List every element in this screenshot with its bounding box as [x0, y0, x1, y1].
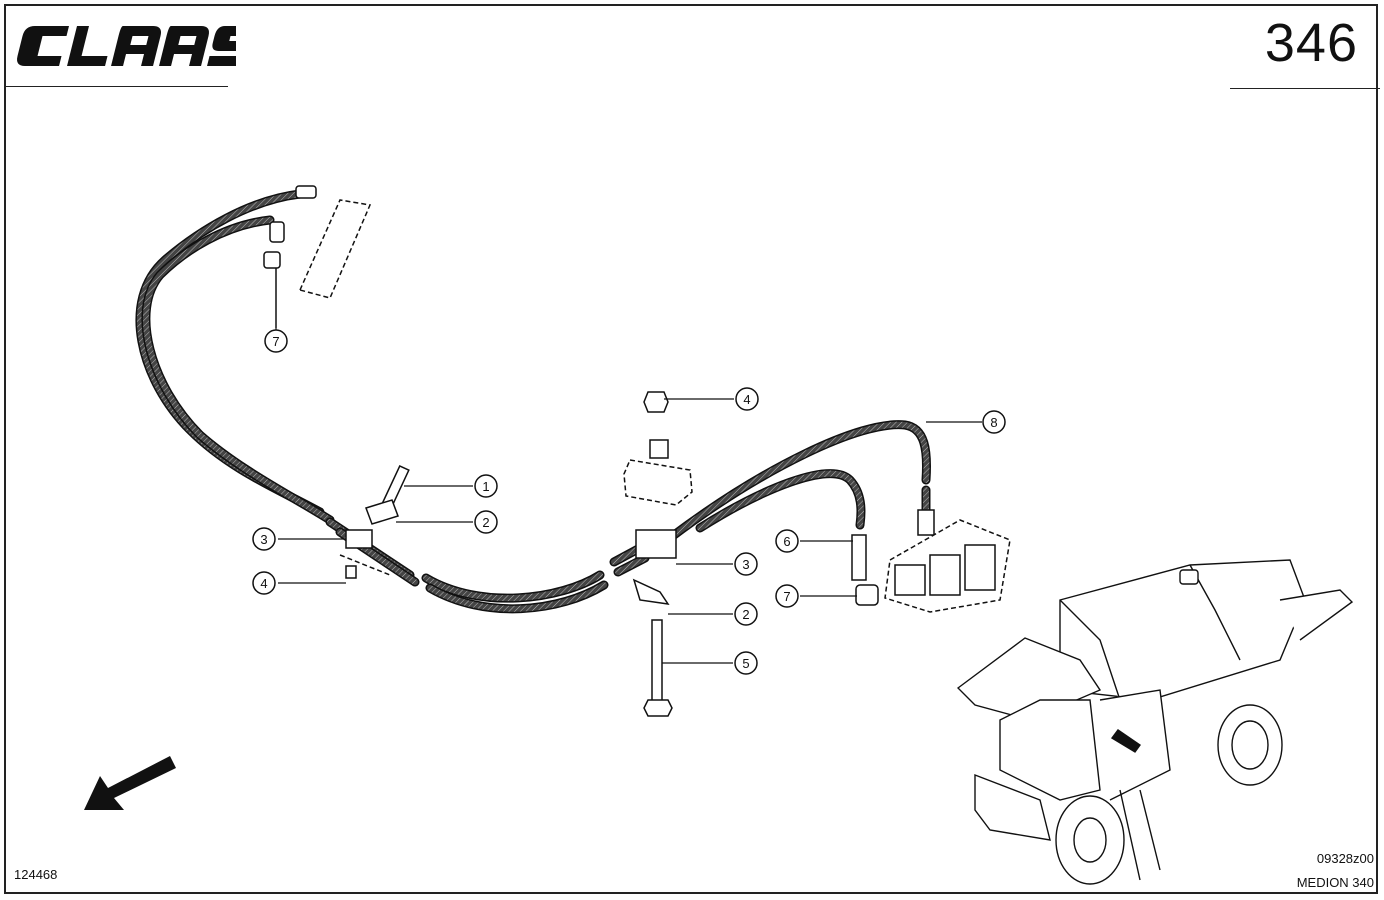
svg-text:6: 6	[783, 534, 790, 549]
callout-3-right: 3	[734, 552, 758, 576]
callout-1: 1	[474, 474, 498, 498]
page-number: 346	[1264, 13, 1358, 73]
image-code: 09328z00	[1316, 851, 1374, 866]
drawing-frame	[4, 4, 1378, 894]
middle-clamp-assembly	[623, 391, 693, 717]
svg-text:8: 8	[990, 415, 997, 430]
svg-text:1: 1	[482, 479, 489, 494]
svg-text:3: 3	[742, 557, 749, 572]
svg-text:3: 3	[260, 532, 267, 547]
claas-logo	[17, 26, 236, 66]
callout-7-upper: 7	[264, 329, 288, 353]
callout-6: 6	[775, 529, 799, 553]
svg-text:7: 7	[783, 589, 790, 604]
callout-7-lower: 7	[775, 584, 799, 608]
svg-text:5: 5	[742, 656, 749, 671]
model-name: MEDION 340	[1296, 875, 1374, 890]
header-rule-left	[4, 86, 228, 87]
valve-block	[851, 509, 1011, 613]
header-rule-right	[1230, 88, 1380, 89]
callout-2-lower: 2	[734, 602, 758, 626]
drawing-number: 124468	[14, 867, 58, 882]
svg-text:7: 7	[272, 334, 279, 349]
callout-2-upper: 2	[474, 510, 498, 534]
svg-text:4: 4	[743, 392, 750, 407]
left-clamp-assembly	[339, 464, 410, 579]
arrow-down-left-icon	[84, 756, 176, 810]
svg-text:2: 2	[482, 515, 489, 530]
svg-text:2: 2	[742, 607, 749, 622]
callout-4-lower: 4	[252, 571, 276, 595]
callout-leaders	[275, 328, 982, 664]
callout-8: 8	[982, 410, 1006, 434]
callout-4-upper: 4	[735, 387, 759, 411]
combine-harvester-icon	[956, 559, 1354, 885]
svg-text:4: 4	[260, 576, 267, 591]
callout-5: 5	[734, 651, 758, 675]
callout-3-left: 3	[252, 527, 276, 551]
upper-fittings	[263, 185, 372, 328]
